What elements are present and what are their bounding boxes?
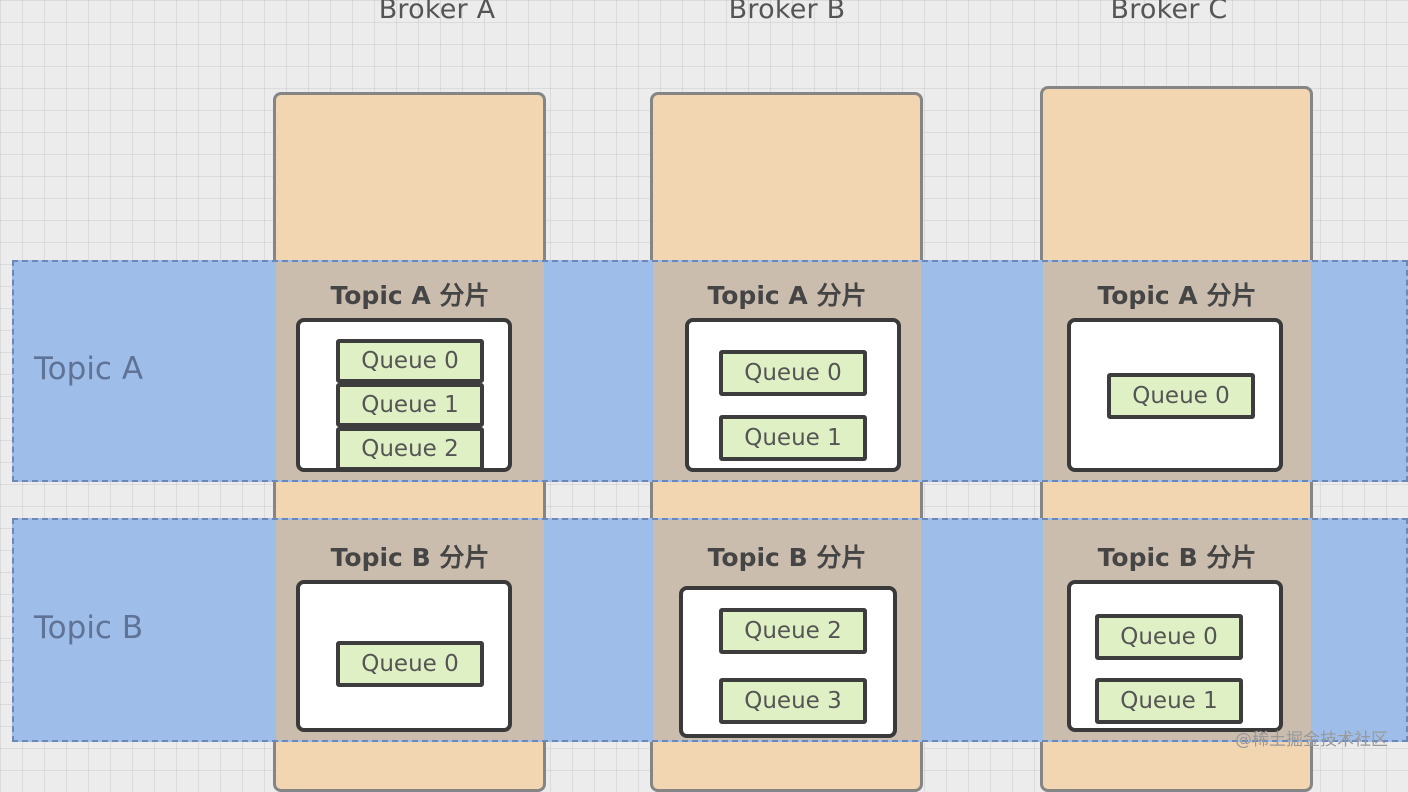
topic-b-shard-broker-a: Topic B 分片 Queue 0 (276, 520, 544, 740)
watermark: @稀土掘金技术社区 (1235, 730, 1388, 750)
topic-b-shard-broker-b: Topic B 分片 Queue 2 Queue 3 (653, 520, 921, 740)
shard-queue-container: Queue 0 (1067, 318, 1283, 472)
topic-a-shard-broker-a: Topic A 分片 Queue 0 Queue 1 Queue 2 (276, 262, 544, 480)
queue-item: Queue 2 (336, 427, 484, 468)
shard-title: Topic A 分片 (1097, 281, 1257, 310)
shard-title: Topic A 分片 (330, 281, 490, 310)
queue-item: Queue 2 (719, 608, 867, 654)
shard-title: Topic B 分片 (1097, 543, 1257, 572)
topic-b-label: Topic B (34, 610, 144, 646)
topic-a-label: Topic A (34, 351, 144, 387)
queue-item: Queue 1 (336, 383, 484, 427)
queue-item: Queue 3 (719, 678, 867, 724)
queue-item: Queue 0 (336, 339, 484, 383)
queue-item: Queue 0 (719, 350, 867, 396)
queue-item: Queue 0 (336, 641, 484, 687)
broker-b-title: Broker B (728, 0, 846, 25)
shard-title: Topic A 分片 (707, 281, 867, 310)
shard-queue-container: Queue 0 Queue 1 (685, 318, 901, 472)
shard-queue-container: Queue 0 Queue 1 (1067, 580, 1283, 732)
broker-a-title: Broker A (378, 0, 496, 25)
queue-item: Queue 0 (1095, 614, 1243, 660)
broker-c-title: Broker C (1110, 0, 1228, 25)
topic-a-shard-broker-c: Topic A 分片 Queue 0 (1043, 262, 1311, 480)
shard-queue-container: Queue 0 Queue 1 Queue 2 (296, 318, 512, 472)
queue-item: Queue 1 (719, 415, 867, 461)
queue-item: Queue 0 (1107, 373, 1255, 419)
shard-queue-container: Queue 2 Queue 3 (679, 586, 897, 738)
topic-b-shard-broker-c: Topic B 分片 Queue 0 Queue 1 (1043, 520, 1311, 740)
queue-item: Queue 1 (1095, 678, 1243, 724)
shard-title: Topic B 分片 (330, 543, 490, 572)
topic-a-shard-broker-b: Topic A 分片 Queue 0 Queue 1 (653, 262, 921, 480)
shard-queue-container: Queue 0 (296, 580, 512, 732)
diagram-canvas: Broker A Broker B Broker C Topic A Topic… (12, 0, 1408, 792)
shard-title: Topic B 分片 (707, 543, 867, 572)
